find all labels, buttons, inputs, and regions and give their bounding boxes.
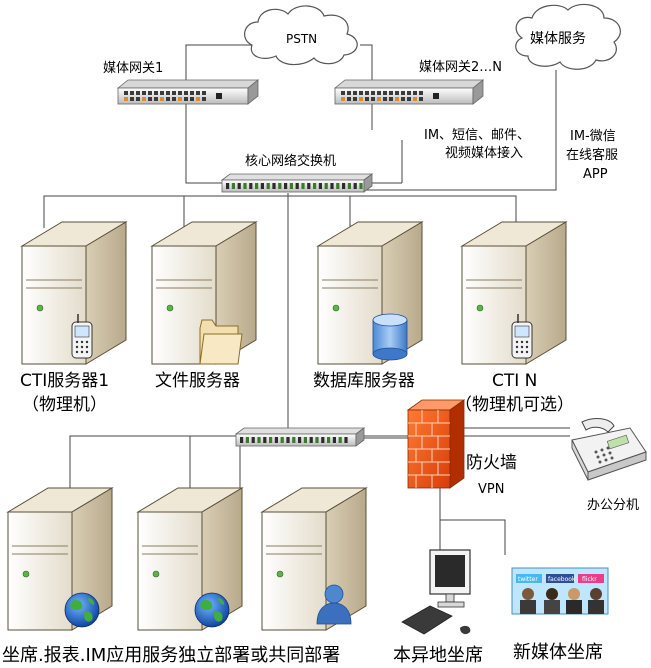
new-media-screen: twitter facebook flickr bbox=[511, 567, 609, 615]
access-switch-device bbox=[234, 427, 366, 447]
desk-phone-icon bbox=[571, 418, 647, 481]
server-tower bbox=[260, 487, 368, 631]
screen-logo-1: twitter bbox=[518, 576, 538, 583]
wechat-note-line2: 在线客服 bbox=[566, 147, 618, 163]
firewall-icon bbox=[406, 399, 466, 489]
server-tower bbox=[20, 221, 128, 365]
vpn-label: VPN bbox=[478, 482, 504, 497]
firewall-label: 防火墙 bbox=[466, 453, 517, 473]
media-service-label: 媒体服务 bbox=[530, 31, 586, 47]
file-server bbox=[150, 221, 258, 365]
cti-server-1 bbox=[20, 221, 128, 365]
gateway1-ports bbox=[124, 91, 222, 101]
database-server bbox=[316, 221, 424, 365]
office-extension-label: 办公分机 bbox=[587, 498, 639, 513]
agent-server-2 bbox=[136, 487, 244, 631]
user-icon bbox=[316, 584, 352, 625]
desktop-pc-icon bbox=[401, 549, 471, 635]
globe-icon bbox=[194, 592, 230, 628]
im-note-line1: IM、短信、邮件、 bbox=[424, 128, 530, 143]
ctin-label-line2: （物理机可选） bbox=[455, 395, 574, 415]
wechat-note-line3: APP bbox=[583, 167, 608, 182]
agent-people-icon bbox=[520, 588, 604, 614]
file-server-label: 文件服务器 bbox=[155, 371, 240, 391]
cti1-label-line1: CTI服务器1 bbox=[20, 371, 109, 391]
ctin-label-line1: CTI N bbox=[492, 371, 537, 391]
im-note-line2: 视频媒体接入 bbox=[445, 145, 523, 161]
globe-icon bbox=[64, 592, 100, 628]
gateway1-label: 媒体网关1 bbox=[103, 61, 163, 76]
gateway2-ports bbox=[341, 91, 439, 101]
wechat-note-line1: IM-微信 bbox=[570, 129, 616, 144]
server-tower bbox=[136, 487, 244, 631]
cti-server-n bbox=[460, 221, 568, 365]
pstn-cloud: PSTN bbox=[244, 5, 358, 66]
cti1-label-line2: （物理机） bbox=[22, 395, 107, 415]
access-switch-ports bbox=[240, 437, 348, 443]
core-switch-device bbox=[220, 173, 374, 193]
folder-icon bbox=[199, 319, 243, 365]
db-server-label: 数据库服务器 bbox=[313, 371, 415, 391]
remote-agent-label: 本异地坐席 bbox=[393, 645, 483, 666]
screen-logo-2: facebook bbox=[548, 576, 576, 583]
core-switch-label: 核心网络交换机 bbox=[245, 153, 336, 169]
gateway2-label: 媒体网关2…N bbox=[419, 60, 502, 75]
media-service-cloud: 媒体服务 bbox=[515, 3, 621, 70]
agent-servers-label: 坐席.报表.IM应用服务独立部署或共同部署 bbox=[2, 645, 340, 666]
agent-server-1 bbox=[6, 487, 114, 631]
core-switch-ports bbox=[226, 183, 363, 189]
agent-server-3 bbox=[260, 487, 368, 631]
screen-logo-3: flickr bbox=[582, 576, 597, 583]
gateway1-device bbox=[116, 79, 260, 105]
gateway2-device bbox=[333, 79, 485, 105]
phone-icon bbox=[71, 314, 93, 359]
database-icon bbox=[372, 313, 408, 361]
pstn-label: PSTN bbox=[286, 32, 317, 46]
phone-icon bbox=[511, 314, 533, 359]
connection-lines bbox=[43, 44, 570, 555]
new-media-agent-label: 新媒体坐席 bbox=[513, 642, 603, 663]
server-tower bbox=[150, 221, 258, 365]
